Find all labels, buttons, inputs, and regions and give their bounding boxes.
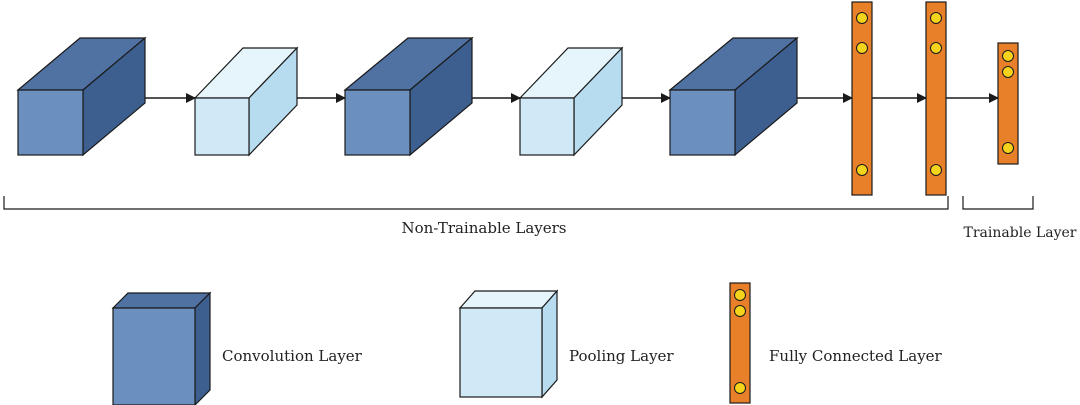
legend-pooling-top [458,290,559,309]
fc-layer-2-node [930,12,942,24]
conv-block-1-front [17,89,84,156]
fc-layer-1-node [856,42,868,54]
fc-layer-2 [925,1,947,196]
legend-fully-connected-swatch [729,282,751,404]
legend-pooling-swatch [458,289,559,399]
legend-pooling-side [541,289,558,399]
trainable-bracket [962,196,1034,210]
fc-layer-2-node [930,164,942,176]
legend-pooling-label: Pooling Layer [569,347,674,365]
fc-layer-1 [851,1,873,196]
legend-convolution-swatch [111,291,212,405]
trainable-label: Trainable Layer [964,225,1077,241]
fc-layer-3-node [1002,142,1014,154]
fc-layer-3-node [1002,66,1014,78]
pool-block-1 [193,46,299,157]
legend-fully-connected-label: Fully Connected Layer [769,347,943,365]
conv-block-3-front [669,89,736,156]
fc-layer-2-node [930,42,942,54]
legend-convolution-side [194,291,211,405]
pool-block-2-front [519,97,575,156]
fc-layer-3-trainable [997,42,1019,165]
legend-convolution-front [112,307,196,405]
non-trainable-bracket [3,196,949,210]
pool-block-1-front [194,97,250,156]
legend-pooling-front [459,307,543,398]
conv-block-2-front [344,89,411,156]
legend-fully-connected-node [734,382,746,394]
conv-block-2 [343,36,474,157]
legend-convolution-label: Convolution Layer [222,347,363,365]
conv-block-1 [16,36,147,157]
legend-fully-connected-node [734,289,746,301]
pool-block-2 [518,46,624,157]
fc-layer-3-node [1002,50,1014,62]
legend-fully-connected-node [734,305,746,317]
fc-layer-1-node [856,164,868,176]
fc-layer-1-node [856,12,868,24]
legend: Convolution Layer Pooling Layer Fully Co… [111,282,943,405]
non-trainable-label: Non-Trainable Layers [401,219,566,237]
conv-block-3 [668,36,799,157]
legend-convolution-top [111,292,212,309]
